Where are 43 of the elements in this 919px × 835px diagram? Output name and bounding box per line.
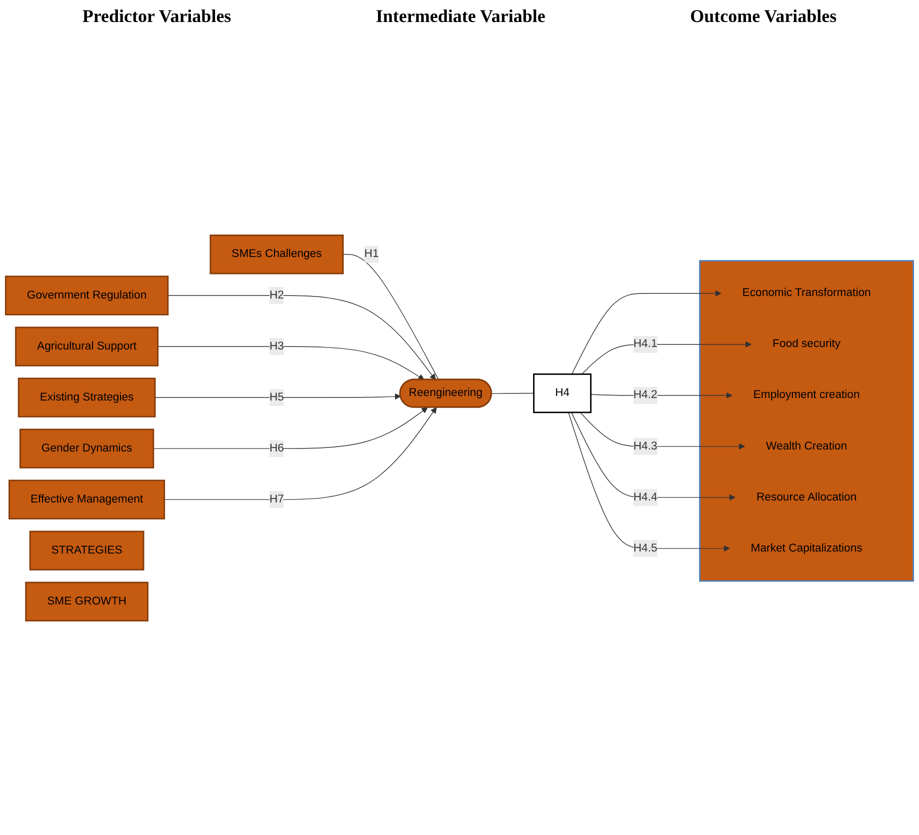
arrow: [568, 412, 730, 552]
arrow: [153, 407, 428, 449]
edge-label: H4.1: [633, 338, 658, 350]
cluster: [699, 260, 914, 582]
edge-label: H6: [269, 442, 284, 454]
node-box: Gender Dynamics: [19, 428, 154, 468]
edge-label: H4.3: [633, 440, 658, 452]
arrow: [157, 346, 424, 380]
node-box: Existing Strategies: [18, 378, 156, 418]
node-box: STRATEGIES: [29, 530, 144, 570]
arrow: [590, 392, 732, 399]
heading-label: Intermediate Variable: [376, 6, 546, 27]
arrow: [571, 290, 722, 374]
node-box: Effective Management: [8, 480, 166, 520]
arrow: [581, 341, 752, 374]
node-text: Resource Allocation: [756, 491, 857, 504]
edge-label: H4.2: [633, 389, 658, 402]
heading-label: Outcome Variables: [690, 6, 837, 27]
connector: [491, 392, 534, 394]
edge-label: H5: [269, 391, 284, 404]
edge-label: H2: [269, 289, 284, 302]
node-text: Wealth Creation: [766, 440, 848, 452]
node-text: Employment creation: [753, 389, 860, 402]
node-box: H4: [533, 373, 592, 414]
node-box: Government Regulation: [4, 276, 169, 316]
node-box: SMEs Challenges: [210, 234, 344, 274]
node-box: Agricultural Support: [15, 326, 159, 366]
node-text: Market Capitalizations: [750, 542, 862, 554]
edge-label: H4.4: [633, 491, 658, 504]
connector: [342, 254, 439, 380]
node-text: Economic Transformation: [742, 287, 871, 300]
edge-label: H7: [269, 493, 284, 506]
arrow: [571, 412, 736, 501]
heading-label: Predictor Variables: [82, 6, 232, 27]
edge-label: H3: [269, 340, 284, 352]
node-box: SME GROWTH: [25, 582, 148, 622]
arrow: [168, 295, 436, 380]
arrow: [580, 412, 746, 450]
node-text: Food security: [772, 338, 841, 350]
edge-label: H4.5: [633, 542, 658, 554]
arrow: [154, 393, 401, 400]
arrow: [164, 407, 437, 500]
edge-label: H1: [364, 248, 379, 260]
